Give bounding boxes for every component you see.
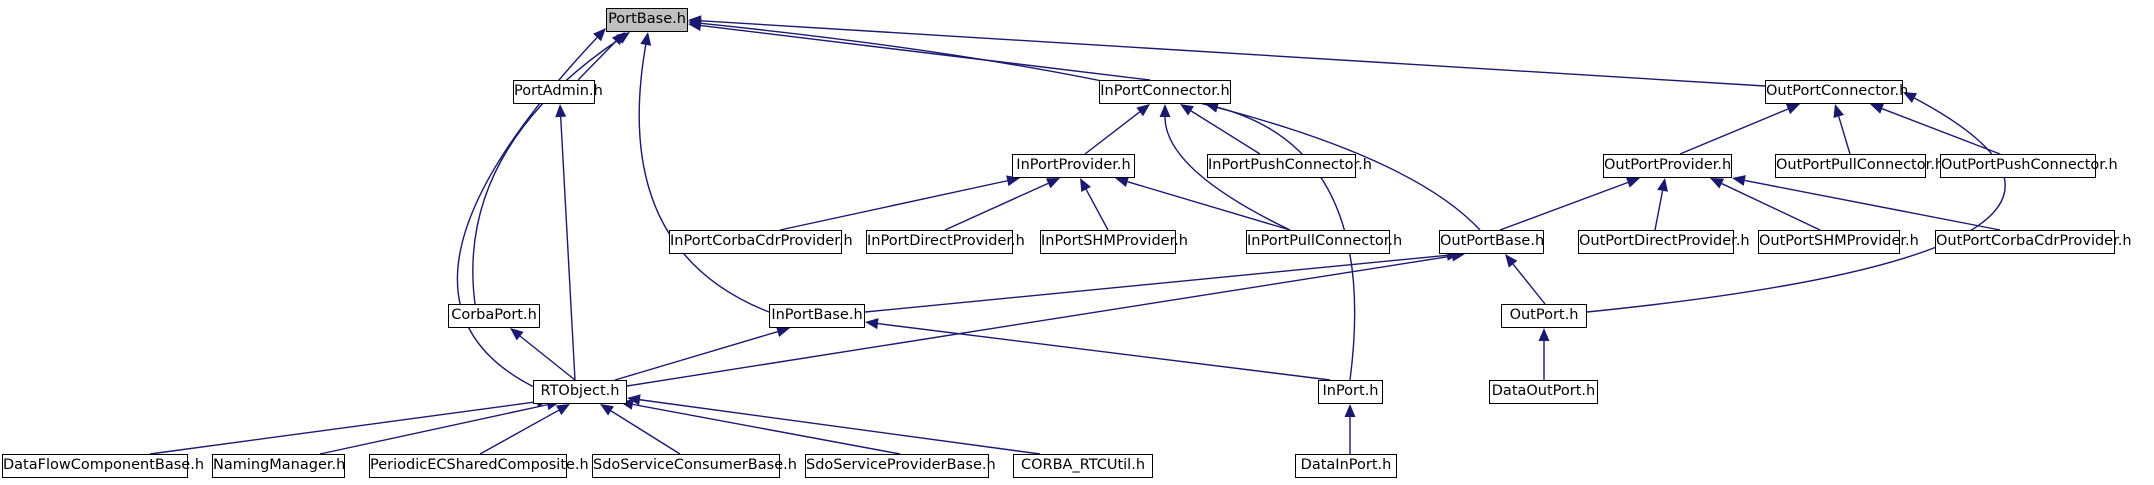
edge-outportdirectprovider-to-outportprovider: [1654, 190, 1664, 231]
node-sdoserviceproviderbase[interactable]: SdoServiceProviderBase.h: [805, 454, 996, 478]
edge-outport-to-outportbase-arrowhead: [1505, 254, 1518, 268]
edge-periodicecsharedcomposite-to-rtobject-arrowhead: [555, 404, 570, 416]
edge-datainport-to-inport-arrowhead: [1344, 404, 1356, 417]
node-inportpullconnector[interactable]: InPortPullConnector.h: [1246, 230, 1402, 254]
edge-portadmin-to-portbase: [577, 40, 617, 81]
node-dataoutport[interactable]: DataOutPort.h: [1489, 380, 1598, 404]
node-periodicecsharedcomposite[interactable]: PeriodicECSharedComposite.h: [369, 454, 589, 478]
edge-corbaport-to-portbase-arrowhead: [616, 32, 630, 44]
node-outportdirectprovider[interactable]: OutPortDirectProvider.h: [1578, 230, 1750, 254]
edge-rtobject-to-inportbase: [614, 331, 778, 381]
node-outportcorbacdrprovider[interactable]: OutPortCorbaCdrProvider.h: [1935, 230, 2132, 254]
edge-inportpushconnector-to-inportconnector-arrowhead: [1180, 104, 1194, 116]
node-inport[interactable]: InPort.h: [1318, 380, 1383, 404]
edge-rtobject-to-outportbase: [626, 255, 1453, 387]
edge-inportconnector-to-portbase: [700, 24, 1151, 81]
edge-outportdirectprovider-to-outportprovider-arrowhead: [1657, 178, 1668, 192]
edge-inport-to-inportconnector: [1217, 106, 1356, 381]
edge-rtobject-to-portbase: [456, 36, 598, 391]
edge-inportbase-to-portbase-arrowhead: [640, 32, 652, 46]
edge-corba_rtcutil-to-rtobject-arrowhead: [627, 394, 641, 406]
edge-inportdirectprovider-to-inportprovider-arrowhead: [1045, 178, 1060, 189]
edge-inportpushconnector-to-inportconnector: [1190, 110, 1261, 155]
node-rtobject[interactable]: RTObject.h: [533, 380, 627, 404]
edge-inportshmprovider-to-inportprovider: [1085, 189, 1109, 231]
edge-rtobject-to-portadmin-arrowhead: [555, 104, 567, 118]
edge-outportcorbacdrprovider-to-outportprovider: [1744, 179, 2001, 231]
edge-inportprovider-to-inportconnector-arrowhead: [1136, 104, 1150, 117]
edge-outport-to-outportconnector: [1586, 97, 2006, 313]
edge-namingmanager-to-rtobject: [319, 404, 548, 455]
node-inportshmprovider[interactable]: InPortSHMProvider.h: [1040, 230, 1188, 254]
edge-outportshmprovider-to-outportprovider-arrowhead: [1710, 178, 1725, 189]
edge-corba_rtcutil-to-rtobject: [639, 399, 1041, 455]
edge-outportshmprovider-to-outportprovider: [1721, 182, 1821, 231]
edge-inport-to-inportbase-arrowhead: [865, 318, 879, 330]
node-outportbase[interactable]: OutPortBase.h: [1439, 230, 1544, 254]
edge-inportpullconnector-to-inportprovider: [1127, 181, 1291, 231]
edge-dataflowcomponentbase-to-rtobject: [149, 401, 538, 455]
edge-inportcorbacdrprovider-to-inportprovider: [779, 180, 1008, 231]
edge-inportpullconnector-to-inportprovider-arrowhead: [1115, 176, 1130, 187]
node-outportshmprovider[interactable]: OutPortSHMProvider.h: [1758, 230, 1919, 254]
node-outportpullconnector[interactable]: OutPortPullConnector.h: [1775, 154, 1944, 178]
edge-inport-to-inportconnector-arrowhead: [1205, 101, 1219, 113]
node-namingmanager[interactable]: NamingManager.h: [212, 454, 345, 478]
node-portadmin[interactable]: PortAdmin.h: [513, 80, 603, 104]
edge-rtobject-to-corbaport: [519, 335, 576, 381]
node-inportbase[interactable]: InPortBase.h: [769, 304, 865, 328]
edge-dataoutport-to-outport-arrowhead: [1538, 328, 1550, 341]
edge-inportbase-to-portbase: [638, 44, 770, 313]
node-outport[interactable]: OutPort.h: [1501, 304, 1587, 328]
edge-rtobject-to-corbaport-arrowhead: [510, 328, 524, 341]
node-dataflowcomponentbase[interactable]: DataFlowComponentBase.h: [2, 454, 204, 478]
edge-inportpullconnector-to-inportconnector: [1164, 116, 1291, 231]
node-inportdirectprovider[interactable]: InPortDirectProvider.h: [866, 230, 1025, 254]
edge-sdoserviceproviderbase-to-rtobject: [632, 403, 901, 455]
edge-inportprovider-to-inportconnector: [1084, 111, 1141, 155]
edge-outportprovider-to-outportconnector-arrowhead: [1785, 103, 1800, 115]
node-sdoserviceconsumerbase[interactable]: SdoServiceConsumerBase.h: [592, 454, 797, 478]
node-portbase[interactable]: PortBase.h: [606, 8, 688, 32]
edge-outportconnector-to-portbase: [700, 20, 1766, 87]
edge-outport-to-outportbase: [1512, 263, 1546, 305]
edge-inportcorbacdrprovider-to-inportprovider-arrowhead: [1006, 175, 1020, 187]
edge-outportpullconnector-to-outportconnector-arrowhead: [1833, 104, 1845, 119]
node-outportconnector[interactable]: OutPortConnector.h: [1765, 80, 1908, 104]
node-outportpushconnector[interactable]: OutPortPushConnector.h: [1940, 154, 2118, 178]
edge-sdoserviceconsumerbase-to-rtobject-arrowhead: [600, 404, 614, 416]
edge-rtobject-to-inportbase-arrowhead: [775, 326, 790, 337]
edge-outport-to-outportconnector-arrowhead: [1903, 92, 1918, 103]
edge-sdoserviceconsumerbase-to-rtobject: [610, 410, 681, 455]
node-datainport[interactable]: DataInPort.h: [1295, 454, 1397, 478]
edge-outportbase-to-portbase: [700, 22, 1481, 231]
edge-outportbase-to-outportprovider: [1499, 181, 1629, 231]
edge-outportpushconnector-to-outportconnector-arrowhead: [1870, 103, 1885, 114]
edge-rtobject-to-portbase-arrowhead: [593, 28, 606, 42]
edge-outportcorbacdrprovider-to-outportprovider-arrowhead: [1732, 175, 1746, 186]
node-inportcorbacdrprovider[interactable]: InPortCorbaCdrProvider.h: [669, 230, 853, 254]
edge-periodicecsharedcomposite-to-rtobject: [479, 409, 559, 455]
edge-outportbase-to-portbase-arrowhead: [688, 17, 702, 29]
edge-inportbase-to-outportbase: [864, 254, 1448, 313]
edge-inportshmprovider-to-inportprovider-arrowhead: [1080, 178, 1092, 193]
node-inportconnector[interactable]: InPortConnector.h: [1099, 80, 1231, 104]
node-inportpushconnector[interactable]: InPortPushConnector.h: [1207, 154, 1372, 178]
edge-outportpullconnector-to-outportconnector: [1838, 116, 1851, 155]
node-inportprovider[interactable]: InPortProvider.h: [1012, 154, 1135, 178]
edge-corbaport-to-portbase: [472, 38, 620, 305]
edge-outportbase-to-outportprovider-arrowhead: [1625, 177, 1640, 188]
edge-outportprovider-to-outportconnector: [1679, 108, 1789, 155]
edge-outportpushconnector-to-outportconnector: [1881, 108, 2001, 155]
node-corbaport[interactable]: CorbaPort.h: [448, 304, 540, 328]
node-corba_rtcutil[interactable]: CORBA_RTCUtil.h: [1013, 454, 1153, 478]
node-outportprovider[interactable]: OutPortProvider.h: [1603, 154, 1732, 178]
edge-inportdirectprovider-to-inportprovider: [944, 182, 1049, 231]
edge-inport-to-inportbase: [877, 322, 1331, 381]
edge-rtobject-to-portadmin: [560, 116, 576, 381]
edge-inportpullconnector-to-inportconnector-arrowhead: [1159, 104, 1171, 117]
